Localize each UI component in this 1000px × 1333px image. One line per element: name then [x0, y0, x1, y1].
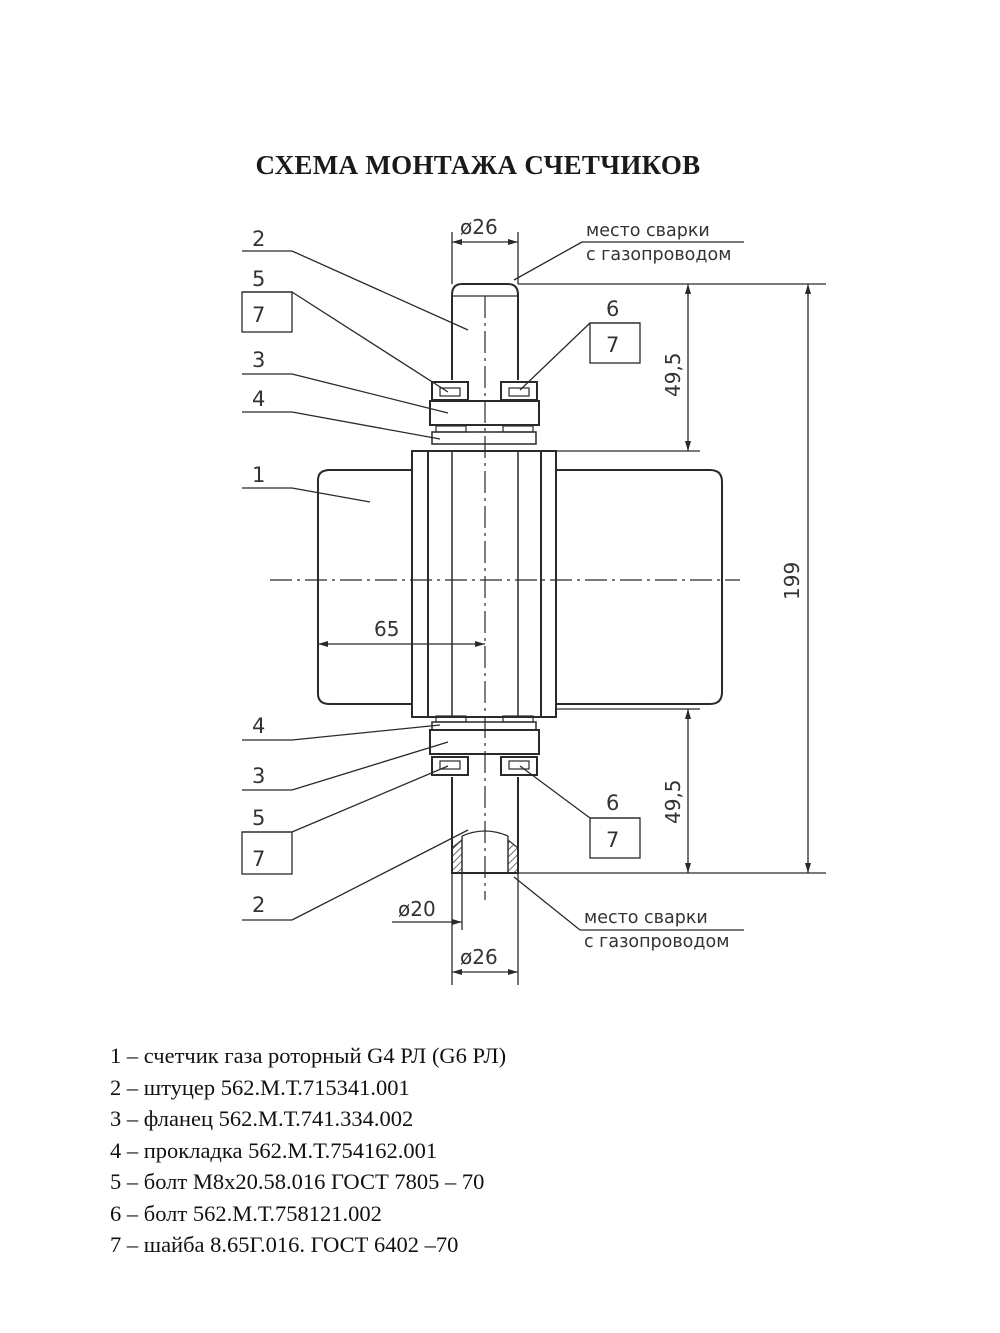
dim-bottom-height: 49,5 — [661, 779, 685, 824]
callout-3-top: 3 — [252, 348, 265, 372]
meter-body-right — [555, 469, 723, 705]
top-gasket — [431, 431, 537, 445]
bottom-nut-left — [431, 756, 469, 776]
top-washer-left — [439, 387, 461, 397]
callout-7-right-bottom: 7 — [606, 828, 619, 852]
top-washer-right — [508, 387, 530, 397]
weld-note-bottom-line1: место сварки — [584, 908, 708, 928]
top-nut-left — [431, 381, 469, 401]
dim-bottom-diameter: ø26 — [460, 945, 498, 969]
callout-4-top: 4 — [252, 387, 265, 411]
callout-2-bottom: 2 — [252, 893, 265, 917]
parts-legend: 1 – счетчик газа роторный G4 РЛ (G6 РЛ) … — [110, 1040, 506, 1261]
callout-6-top: 6 — [606, 297, 619, 321]
weld-left — [451, 838, 463, 874]
callout-7-bottom: 7 — [252, 847, 265, 871]
callout-5-top: 5 — [252, 267, 265, 291]
callout-1: 1 — [252, 463, 265, 487]
callout-3-bottom: 3 — [252, 764, 265, 788]
legend-item: 3 – фланец 562.М.Т.741.334.002 — [110, 1106, 414, 1131]
dim-top-height: 49,5 — [661, 352, 685, 397]
callout-7-top: 7 — [252, 303, 265, 327]
callout-5-bottom: 5 — [252, 806, 265, 830]
legend-item: 1 – счетчик газа роторный G4 РЛ (G6 РЛ) — [110, 1043, 507, 1068]
legend-item: 2 – штуцер 562.М.Т.715341.001 — [110, 1074, 410, 1100]
callout-4-bottom: 4 — [252, 714, 265, 738]
legend-item: 5 – болт М8х20.58.016 ГОСТ 7805 – 70 — [110, 1169, 485, 1194]
callout-7-right-top: 7 — [606, 333, 619, 357]
weld-note-bottom-line2: с газопроводом — [584, 932, 729, 952]
callout-6-bottom: 6 — [606, 791, 619, 815]
dim-half-width: 65 — [374, 617, 399, 641]
legend-item: 4 – прокладка 562.М.Т.754162.001 — [110, 1137, 438, 1163]
dim-top-diameter: ø26 — [460, 215, 498, 239]
meter-flange-block — [411, 450, 557, 718]
dim-bottom-inner-diameter: ø20 — [398, 897, 436, 921]
top-nut-right — [500, 381, 538, 401]
bottom-nut-right — [500, 756, 538, 776]
meter-body — [317, 469, 413, 705]
weld-right — [507, 838, 519, 874]
legend-item: 7 – шайба 8.65Г.016. ГОСТ 6402 –70 — [110, 1232, 459, 1257]
bottom-gasket — [431, 721, 537, 731]
top-fitting — [451, 283, 519, 380]
callout-2-top: 2 — [252, 227, 265, 251]
legend-item: 6 – болт 562.М.Т.758121.002 — [110, 1200, 382, 1226]
weld-note-top-line2: с газопроводом — [586, 245, 731, 265]
page-title: СХЕМА МОНТАЖА СЧЕТЧИКОВ — [255, 150, 701, 180]
dim-total-height: 199 — [780, 562, 804, 600]
weld-note-top-line1: место сварки — [586, 221, 710, 241]
